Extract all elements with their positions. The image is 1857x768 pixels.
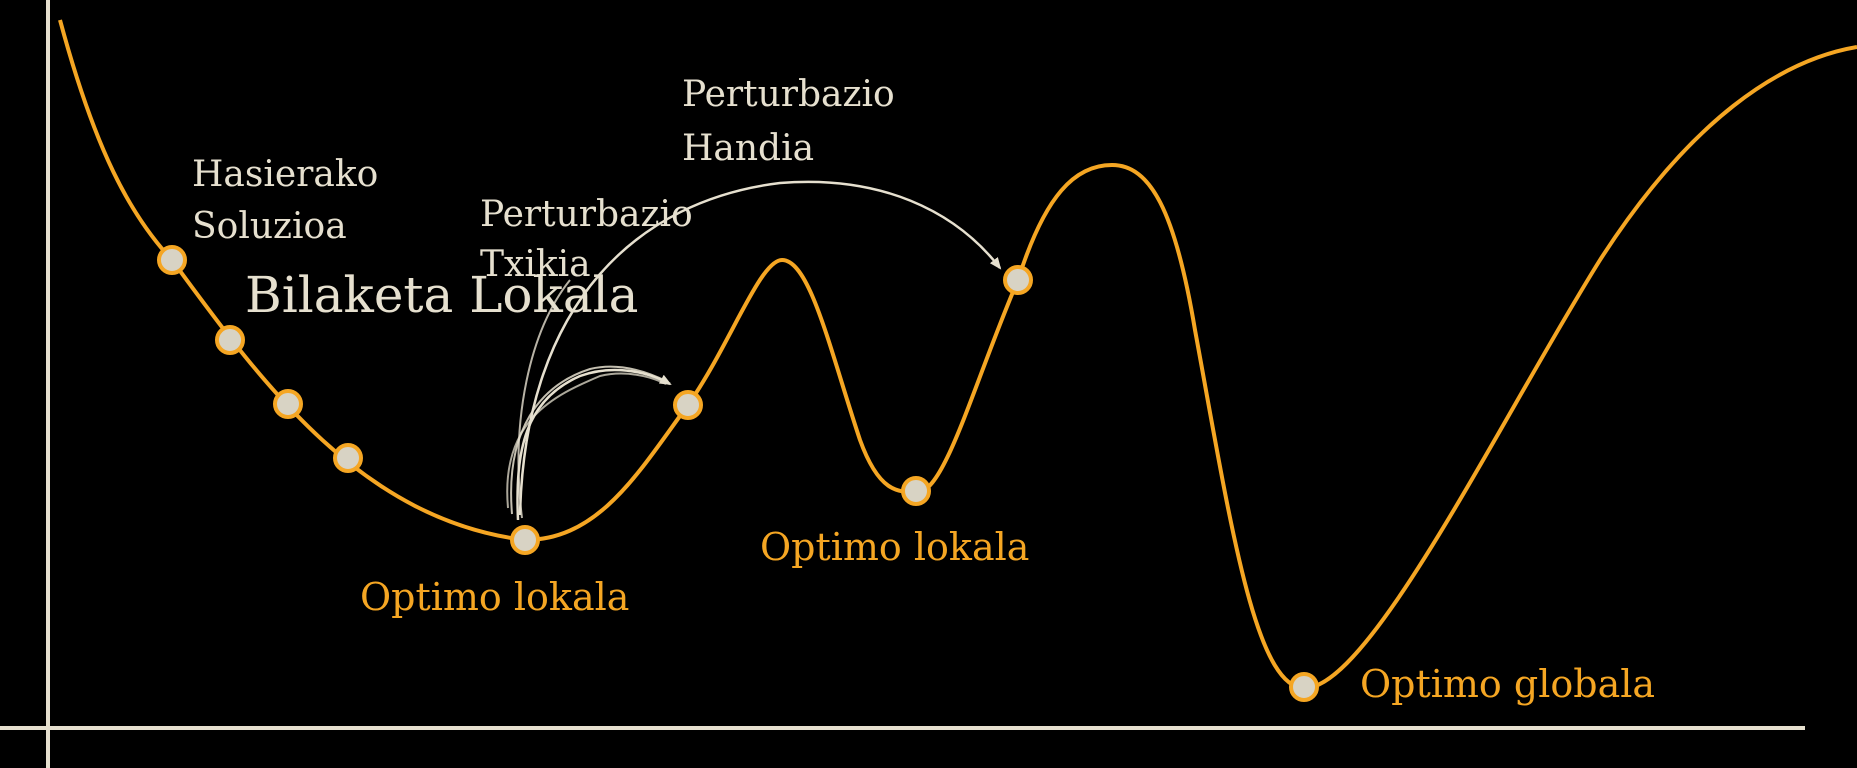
large-perturbation-arrow — [518, 180, 1002, 516]
objective-curve — [58, 19, 1857, 691]
point-global-optimum — [1289, 672, 1319, 702]
label-large-perturbation-line1: Perturbazio — [682, 74, 895, 115]
label-local-optimum-2: Optimo lokala — [760, 525, 1029, 569]
point-after-large-perturbation — [1003, 265, 1033, 295]
small-perturbation-arrow-3 — [506, 372, 667, 509]
label-initial-solution-line1: Hasierako — [192, 154, 378, 195]
point-after-small-perturbation — [673, 390, 703, 420]
label-small-perturbation-line1: Perturbazio — [480, 194, 693, 235]
point-initial-solution — [157, 245, 187, 275]
label-local-search: Bilaketa Lokala — [245, 266, 638, 324]
label-local-optimum-1: Optimo lokala — [360, 575, 629, 619]
label-small-perturbation-line2: Txikia — [480, 244, 591, 285]
label-global-optimum: Optimo globala — [1360, 662, 1655, 706]
point-local-optimum-2 — [901, 476, 931, 506]
label-large-perturbation-line2: Handia — [682, 128, 814, 169]
small-perturbation-arrow-2 — [510, 365, 669, 515]
point-search-step-3 — [333, 443, 363, 473]
local-search-arrow — [517, 279, 571, 519]
point-search-step-1 — [215, 325, 245, 355]
small-perturbation-arrow — [516, 368, 672, 521]
label-initial-solution-line2: Soluzioa — [192, 206, 347, 247]
point-local-optimum-1 — [510, 525, 540, 555]
point-search-step-2 — [273, 389, 303, 419]
